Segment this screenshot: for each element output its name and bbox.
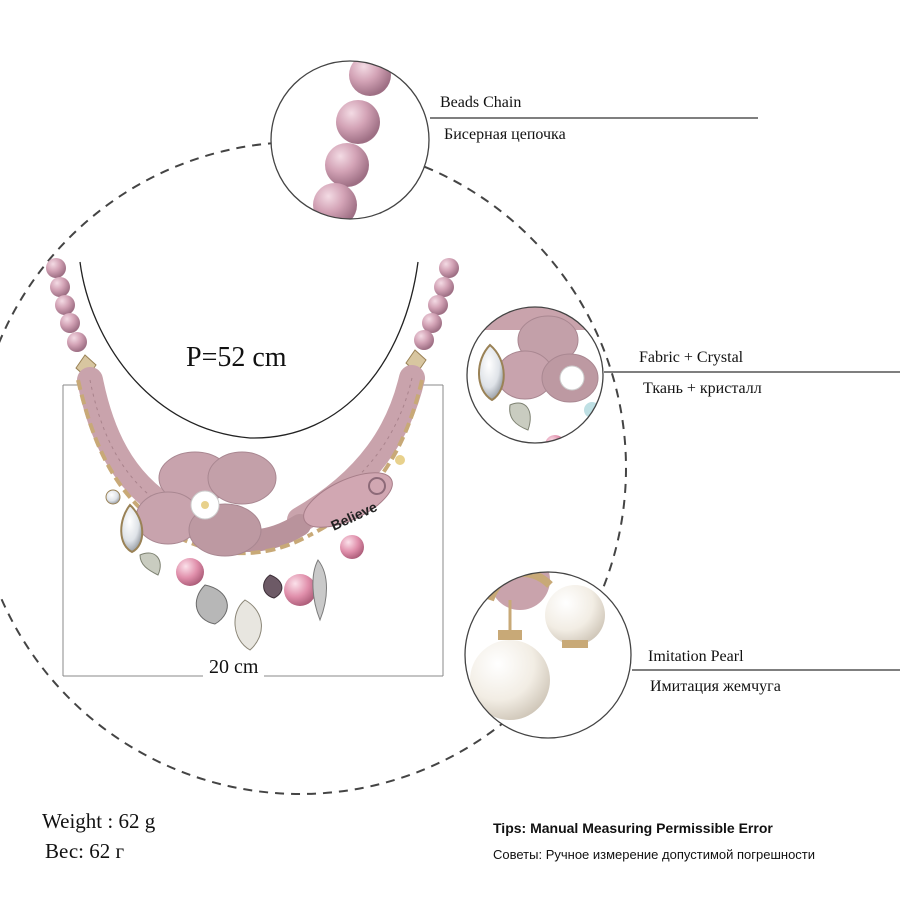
fabric-flower <box>135 451 277 557</box>
callout-title-pearl: Imitation Pearl <box>648 648 744 665</box>
weight-ru: Вес: 62 г <box>45 839 125 863</box>
dashed-outline-circle <box>0 141 627 795</box>
callout-subtitle-pearl: Имитация жемчуга <box>650 678 781 695</box>
tips-title: Tips: Manual Measuring Permissible Error <box>493 820 773 836</box>
perimeter-label: P=52 cm <box>186 342 287 373</box>
callout-title-fabric: Fabric + Crystal <box>639 349 744 366</box>
left-bead-strand <box>46 258 87 352</box>
callout-title-beads: Beads Chain <box>440 94 522 111</box>
detail-imitation-pearl <box>464 571 900 739</box>
charms <box>105 455 405 651</box>
right-bead-strand <box>414 258 459 350</box>
perimeter-line <box>79 261 419 439</box>
callout-subtitle-beads: Бисерная цепочка <box>444 126 566 143</box>
callout-subtitle-fabric: Ткань + кристалл <box>643 380 762 397</box>
fabric-band-left <box>77 367 183 523</box>
chain-left <box>76 379 162 527</box>
width-label: 20 cm <box>203 656 265 679</box>
weight-en: Weight : 62 g <box>42 809 156 833</box>
detail-fabric-crystal <box>466 306 900 444</box>
detail-beads-chain <box>270 60 758 220</box>
tips-subtitle: Советы: Ручное измерение допустимой погр… <box>493 847 816 862</box>
